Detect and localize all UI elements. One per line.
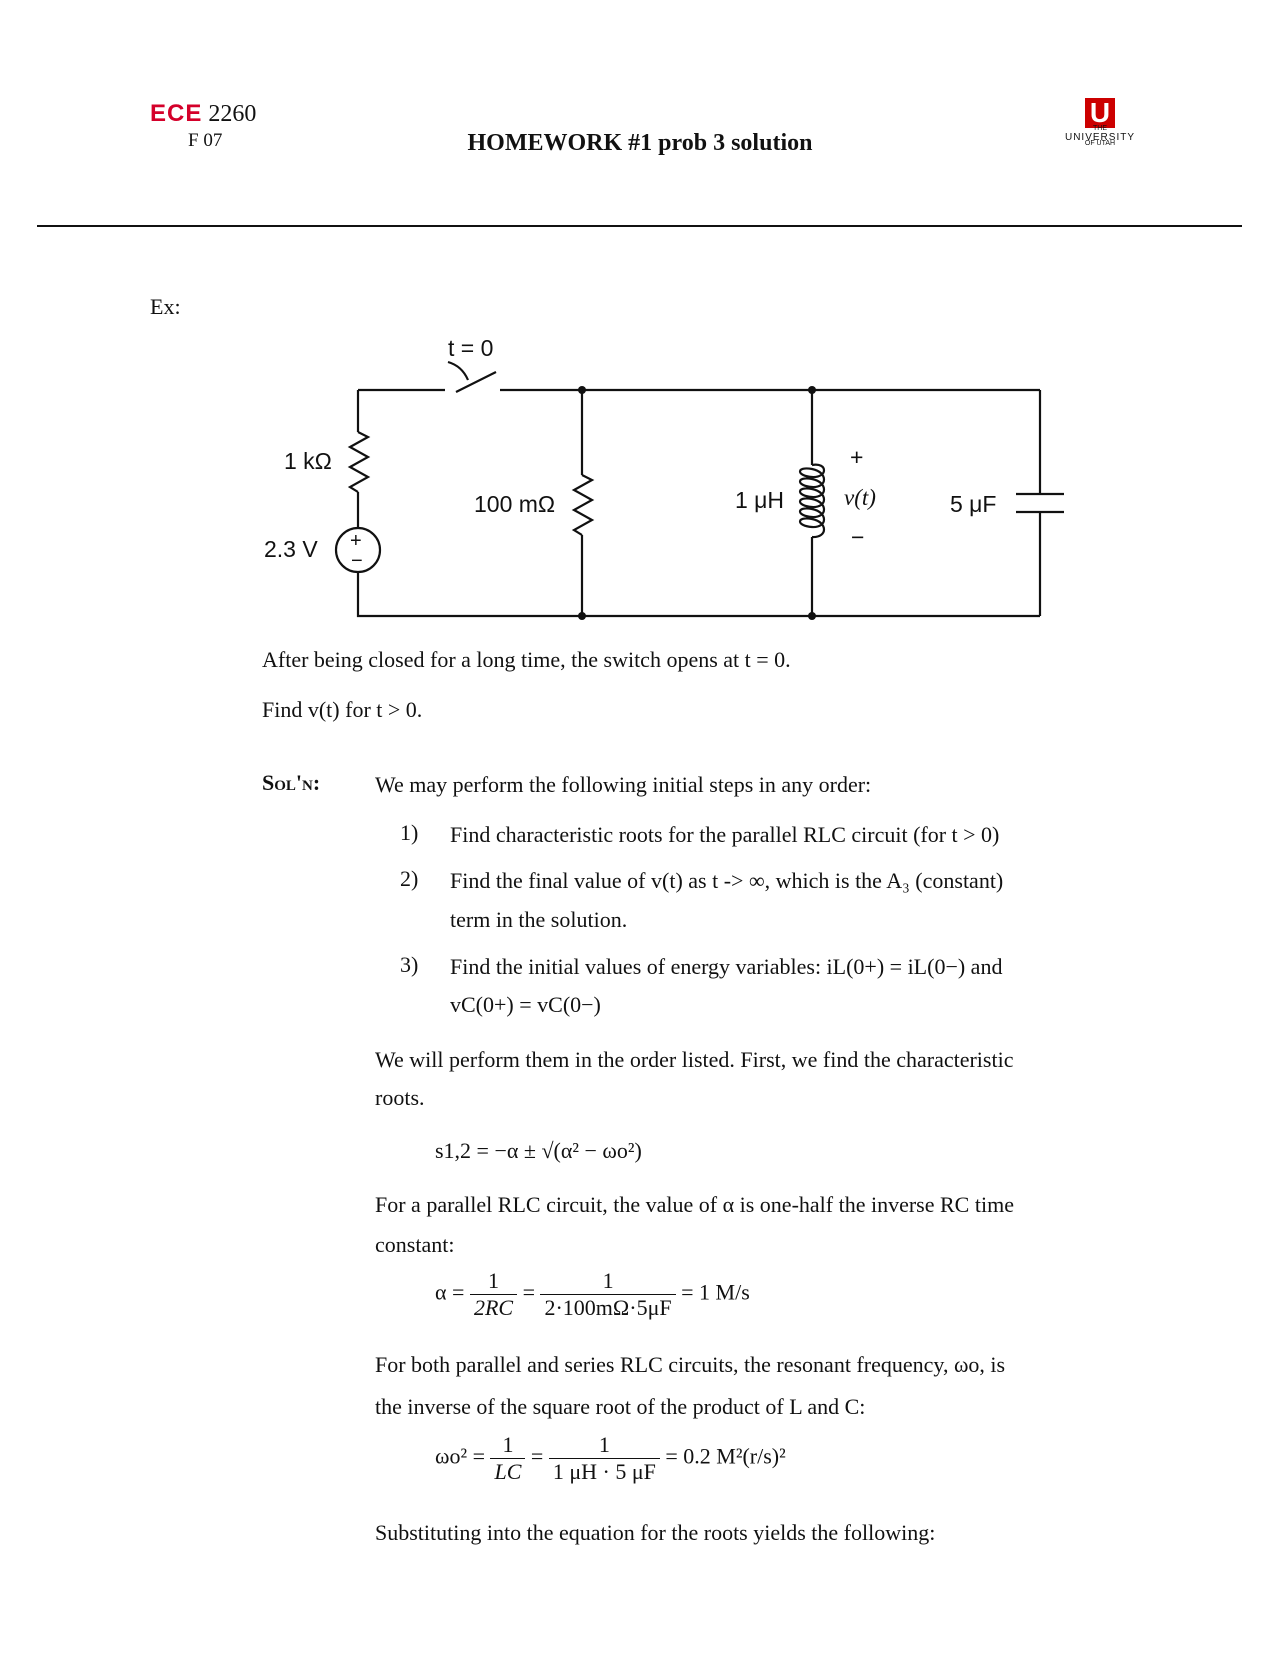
omega-lhs: ωo² = bbox=[435, 1443, 485, 1469]
node-bottom-right bbox=[808, 612, 816, 620]
resonant-text-b: the inverse of the square root of the pr… bbox=[375, 1394, 866, 1419]
switch-label: t = 0 bbox=[448, 335, 493, 361]
university-u-icon: U bbox=[1085, 98, 1115, 128]
course-code: ECE 2260 bbox=[150, 100, 256, 128]
problem-line-1: After being closed for a long time, the … bbox=[262, 647, 791, 672]
step-3-text-a: Find the initial values of energy variab… bbox=[450, 954, 1003, 979]
resonant-text-a: For both parallel and series RLC circuit… bbox=[375, 1352, 1006, 1377]
r1-label: 1 kΩ bbox=[284, 448, 332, 474]
r2-label: 100 mΩ bbox=[474, 491, 555, 517]
course-number: 2260 bbox=[208, 101, 257, 127]
source-minus: − bbox=[351, 550, 363, 572]
resistor-1k bbox=[347, 431, 371, 493]
alpha-text-b: constant: bbox=[375, 1232, 455, 1257]
omega-rhs: = 0.2 M²(r/s)² bbox=[665, 1443, 786, 1469]
v-label: v(t) bbox=[844, 485, 876, 510]
order-text-a: We will perform them in the order listed… bbox=[375, 1047, 1014, 1072]
step-2-number: 2) bbox=[400, 866, 419, 891]
alpha-text-a: For a parallel RLC circuit, the value of… bbox=[375, 1192, 1014, 1217]
order-text-b: roots. bbox=[375, 1085, 425, 1110]
example-label: Ex: bbox=[150, 294, 181, 319]
term: F 07 bbox=[188, 130, 223, 151]
circuit-diagram: t = 0 1 kΩ 2.3 V + − 100 mΩ 1 μH 5 μF + … bbox=[264, 335, 1064, 620]
header-rule bbox=[37, 225, 1242, 227]
capacitor-label: 5 μF bbox=[950, 491, 996, 517]
university-name-1: UNIVERSITY bbox=[1064, 132, 1135, 143]
wire-left-lower bbox=[356, 572, 1040, 618]
v-plus: + bbox=[850, 444, 863, 470]
source-label: 2.3 V bbox=[264, 536, 318, 562]
step-2-text-a: Find the final value of v(t) as t -> ∞, … bbox=[450, 868, 1004, 893]
inductor-label: 1 μH bbox=[735, 487, 784, 513]
step-3-number: 3) bbox=[400, 952, 419, 977]
source-plus: + bbox=[350, 530, 362, 552]
switch-blade bbox=[455, 371, 497, 393]
step-2-text-b: term in the solution. bbox=[450, 907, 628, 932]
university-logo: U THE UNIVERSITY OF UTAH bbox=[1040, 98, 1160, 148]
alpha-rhs: = 1 M/s bbox=[681, 1279, 750, 1305]
problem-line-2: Find v(t) for t > 0. bbox=[262, 697, 423, 722]
roots-equation: s1,2 = −α ± √(α² − ωo²) bbox=[435, 1138, 642, 1163]
node-bottom-mid bbox=[578, 612, 586, 620]
university-the: THE bbox=[1093, 125, 1107, 132]
page-title: HOMEWORK #1 prob 3 solution bbox=[467, 130, 813, 156]
step-3-text-b: vC(0+) = vC(0−) bbox=[450, 992, 601, 1017]
solution-label: Sol'n: bbox=[262, 770, 321, 795]
alpha-lhs: α = bbox=[435, 1279, 465, 1305]
solution-intro: We may perform the following initial ste… bbox=[375, 772, 872, 797]
university-name-2: OF UTAH bbox=[1084, 140, 1116, 147]
step-1-number: 1) bbox=[400, 820, 419, 845]
switch-arrow bbox=[447, 360, 470, 381]
v-minus: − bbox=[851, 524, 864, 550]
step-1-text: Find characteristic roots for the parall… bbox=[450, 822, 1000, 847]
node-top-mid bbox=[578, 386, 586, 394]
ece-logo: ECE bbox=[150, 100, 203, 127]
resistor-100m bbox=[571, 474, 595, 536]
node-top-right bbox=[808, 386, 816, 394]
inductor-coil bbox=[798, 463, 826, 539]
substitute-text: Substituting into the equation for the r… bbox=[375, 1520, 936, 1545]
